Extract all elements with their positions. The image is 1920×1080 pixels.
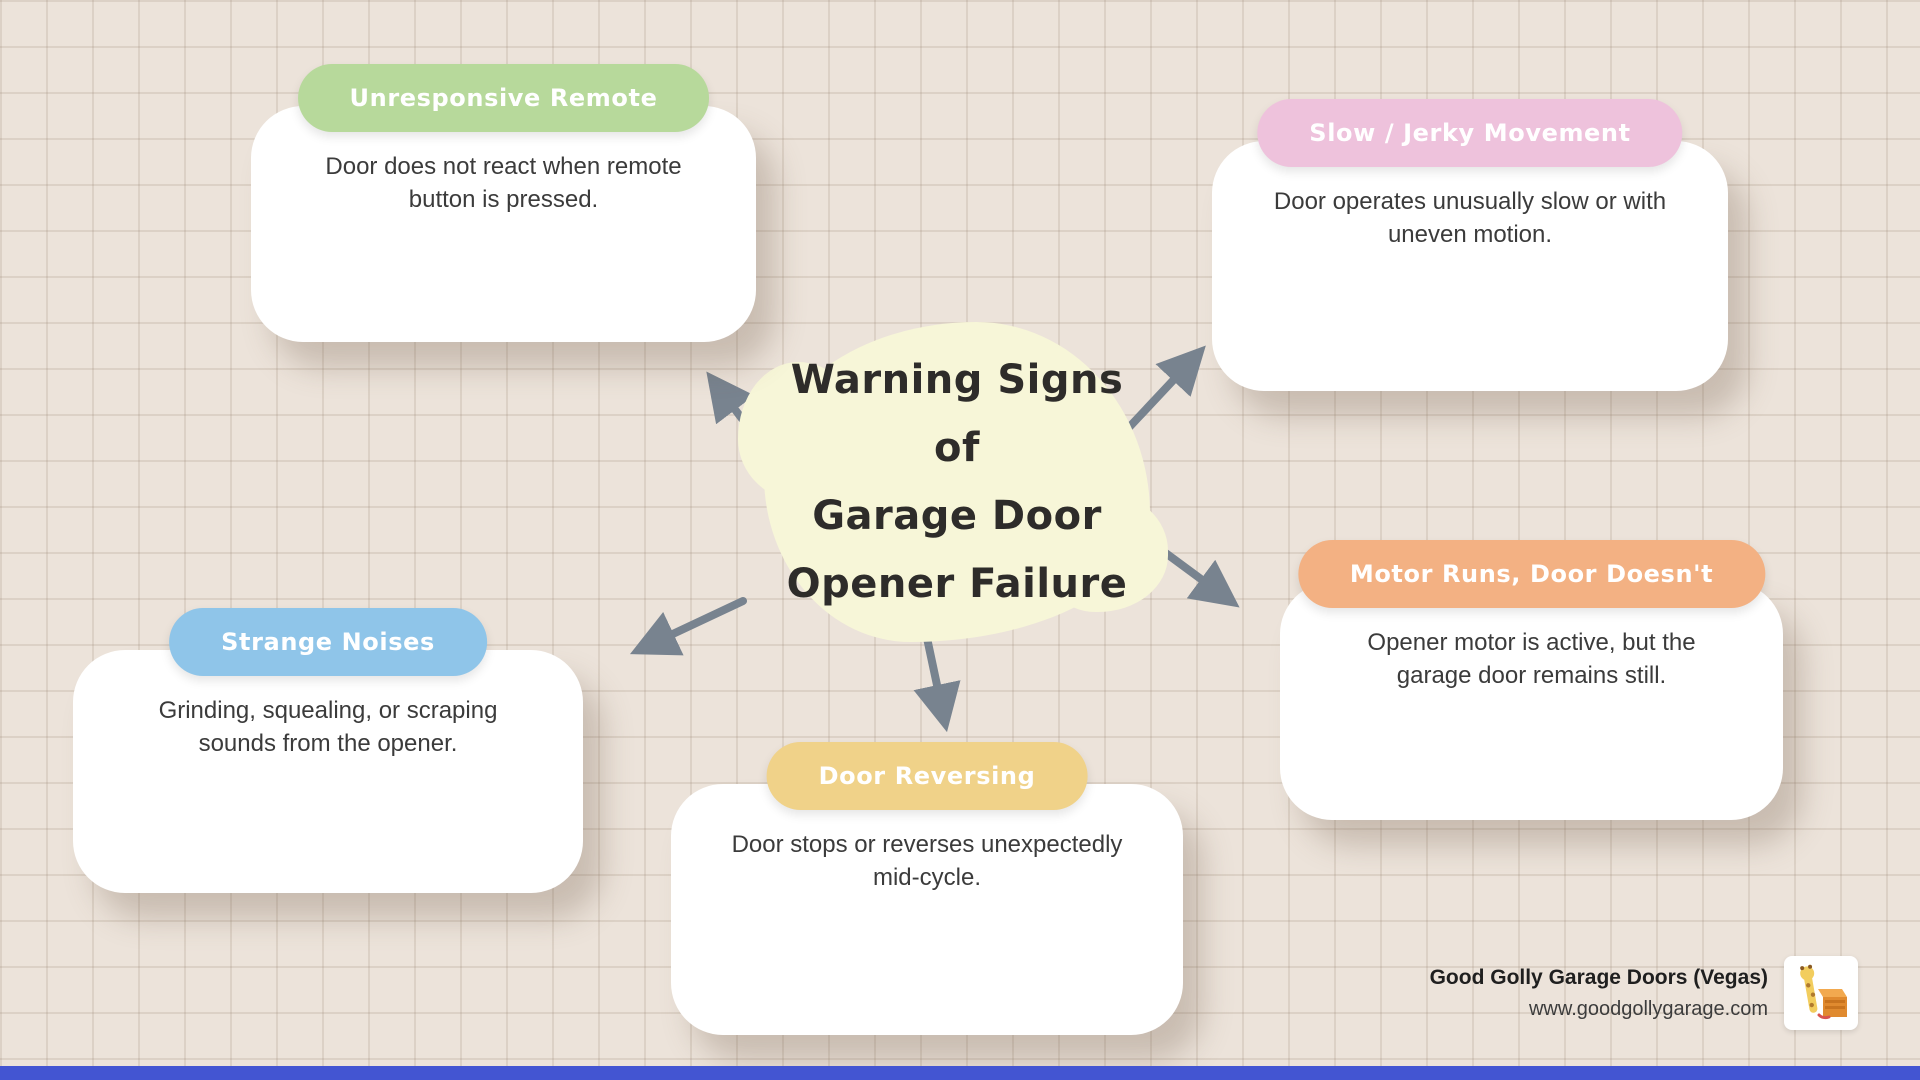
card-title-pill-motor-runs: Motor Runs, Door Doesn't [1297,540,1766,608]
card-title-pill-door-reversing: Door Reversing [766,742,1088,810]
central-topic-blob: Warning Signs of Garage Door Opener Fail… [738,322,1168,642]
card-body-unresponsive-remote: Door does not react when remote button i… [325,153,682,213]
card-body-door-reversing: Door stops or reverses unexpectedly mid-… [731,831,1123,891]
card-title-pill-unresponsive-remote: Unresponsive Remote [297,64,710,132]
card-body-slow-jerky-movement: Door operates unusually slow or with une… [1273,188,1667,248]
card-motor-runs: Motor Runs, Door Doesn't Opener motor is… [1280,540,1783,820]
card-door-reversing: Door Reversing Door stops or reverses un… [671,742,1183,1035]
title-line-1: Warning Signs of [790,357,1124,471]
arrow-to-door-reversing [913,634,961,733]
footer-branding: Good Golly Garage Doors (Vegas) www.good… [1430,956,1858,1030]
card-title-pill-strange-noises: Strange Noises [169,608,487,676]
card-body-motor-runs: Opener motor is active, but the garage d… [1367,629,1696,689]
card-slow-jerky-movement: Slow / Jerky Movement Door operates unus… [1212,99,1728,391]
central-topic-title: Warning Signs of Garage Door Opener Fail… [764,346,1150,618]
arrow-to-strange-noises [629,597,747,656]
giraffe-garage-logo-icon [1784,956,1858,1030]
title-line-3: Opener Failure [786,561,1128,607]
card-title-pill-slow-jerky-movement: Slow / Jerky Movement [1257,99,1683,167]
bottom-edge-bar [0,1066,1920,1080]
card-unresponsive-remote: Unresponsive Remote Door does not react … [251,64,756,342]
card-strange-noises: Strange Noises Grinding, squealing, or s… [73,608,583,893]
footer-company-name: Good Golly Garage Doors (Vegas) [1429,965,1768,989]
card-body-strange-noises: Grinding, squealing, or scraping sounds … [158,697,498,757]
footer-website: www.goodgollygarage.com [1528,997,1768,1020]
title-line-2: Garage Door [812,493,1102,539]
